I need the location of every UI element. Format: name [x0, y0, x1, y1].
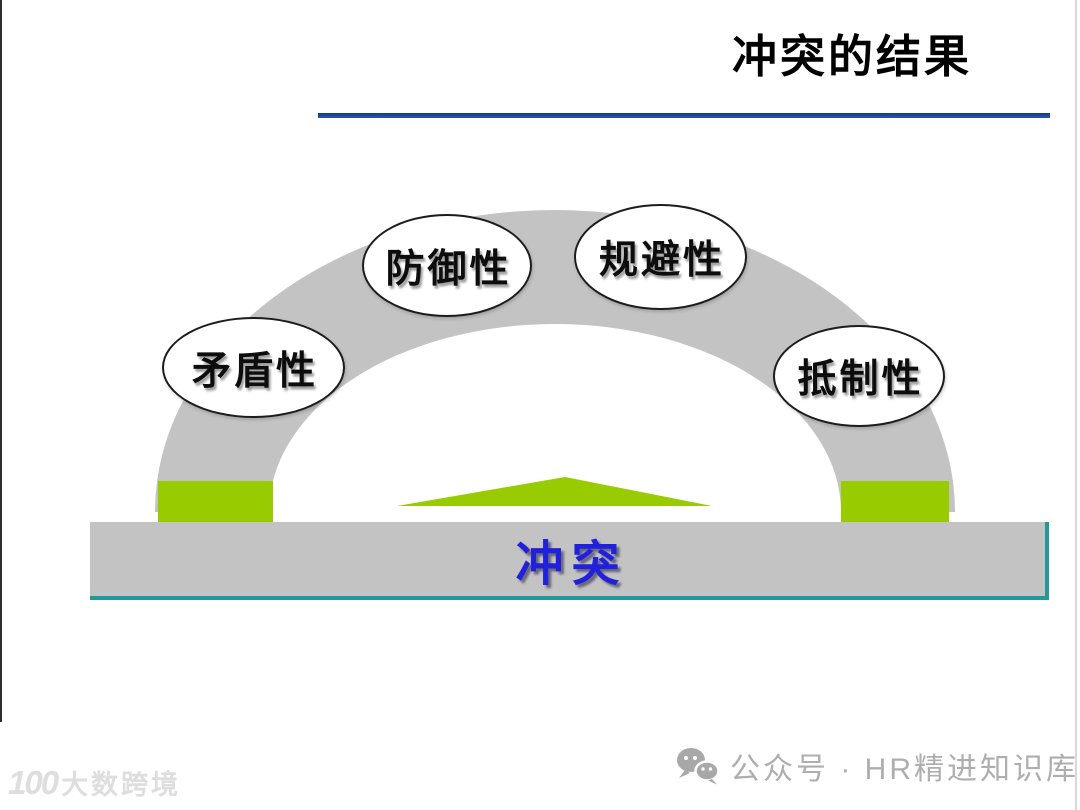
wechat-account-text: 公众号 · HR精进知识库 — [730, 753, 1079, 786]
node-resistance: 抵制性 — [773, 325, 945, 427]
arch-ring — [155, 210, 955, 512]
arch-base-left-block — [158, 481, 273, 523]
arch-base-right-block — [841, 481, 949, 523]
left-edge-artifact — [0, 0, 2, 722]
fulcrum-triangle — [397, 477, 712, 506]
slide-title: 冲突的结果 — [731, 31, 972, 82]
dashukuajing-watermark: 100 大数跨境 — [8, 766, 181, 799]
watermark-100-logo: 100 — [8, 764, 59, 801]
node-label: 规避性 — [598, 239, 725, 282]
node-label: 抵制性 — [797, 358, 924, 401]
node-defensiveness: 防御性 — [362, 214, 532, 317]
node-label: 矛盾性 — [191, 349, 318, 393]
node-avoidance: 规避性 — [574, 204, 747, 310]
title-divider-line — [318, 113, 1050, 118]
wechat-account-banner: 公众号 · HR精进知识库 — [676, 746, 1079, 786]
right-edge-artifact — [1075, 0, 1077, 810]
node-contradiction: 矛盾性 — [162, 317, 345, 418]
node-label: 防御性 — [385, 247, 512, 291]
conflict-base-bar: 冲突 — [90, 522, 1049, 600]
wechat-icon — [677, 748, 720, 785]
watermark-text: 大数跨境 — [61, 769, 182, 800]
conflict-base-label: 冲突 — [515, 538, 628, 591]
